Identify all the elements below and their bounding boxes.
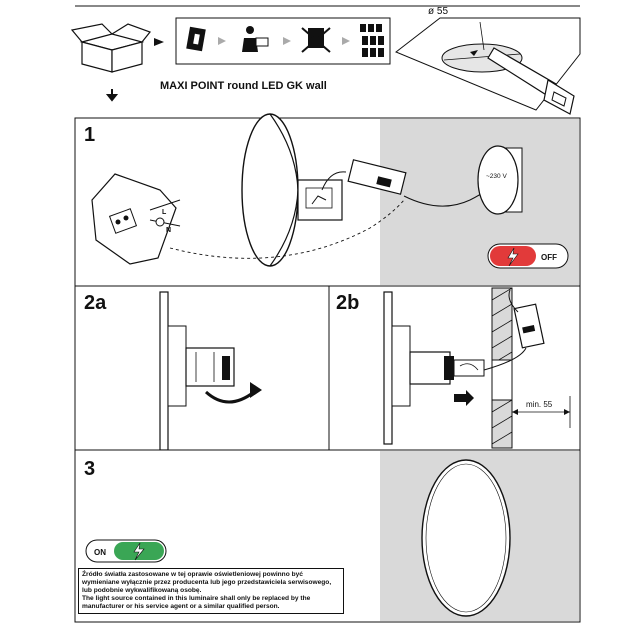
notice-english: The light source contained in this lumin…: [82, 595, 311, 610]
terminal-l-label: L: [162, 209, 167, 216]
strip-arrow-2: [283, 37, 291, 45]
strip-arrow-3: [342, 37, 350, 45]
step-number-3: 3: [84, 458, 96, 480]
driver-box: [321, 159, 407, 195]
terminal-detail-inset: [91, 173, 181, 265]
step2b-driver-box: [483, 289, 545, 371]
step-number-1: 1: [84, 124, 96, 146]
wall-section-hatched: [491, 287, 513, 449]
step-number-2b: 2b: [336, 292, 360, 314]
terminal-n-label: N: [166, 227, 171, 234]
min-depth-dimension: [512, 396, 571, 428]
recycling-bins-icon: [360, 24, 384, 57]
lightning-icon: [507, 247, 519, 267]
person-reading-icon: [242, 26, 269, 52]
open-box-icon: [70, 23, 151, 73]
crossed-book-icon: [301, 27, 331, 53]
strip-arrow-1: [218, 37, 226, 45]
ceiling-cutout-illustration: [395, 17, 581, 115]
switch-off-toggle: [487, 243, 569, 269]
saw-icon: [487, 47, 575, 115]
on-label: ON: [94, 548, 106, 557]
luminaire-side-view: [241, 113, 343, 267]
manual-book-icon: [186, 26, 206, 52]
rotate-arrow-icon: [250, 382, 262, 398]
diameter-label: ø 55: [428, 6, 448, 17]
off-label: OFF: [541, 253, 557, 262]
lightning-icon: [133, 542, 145, 561]
step2b-luminaire: [383, 291, 485, 445]
step-number-2a: 2a: [84, 292, 107, 314]
ground-icon: [155, 217, 165, 227]
step2a-luminaire: [159, 291, 262, 451]
min-depth-label: min. 55: [526, 400, 553, 409]
voltage-label: ~230 V: [486, 173, 507, 180]
arrow-right-icon: [154, 38, 164, 46]
diameter-leader: [479, 21, 485, 51]
dashed-connection-line: [169, 199, 405, 259]
notice-polish: Źródło światła zastosowane w tej oprawie…: [82, 571, 332, 594]
wall-box: [477, 145, 523, 215]
mounted-luminaire: [421, 459, 511, 617]
switch-on-toggle: [85, 539, 167, 563]
replacement-notice: Źródło światła zastosowane w tej oprawie…: [78, 568, 344, 614]
push-arrow-icon: [454, 390, 474, 406]
process-strip: [175, 17, 391, 65]
product-title: MAXI POINT round LED GK wall: [160, 80, 327, 92]
arrow-down-icon: [105, 89, 119, 102]
